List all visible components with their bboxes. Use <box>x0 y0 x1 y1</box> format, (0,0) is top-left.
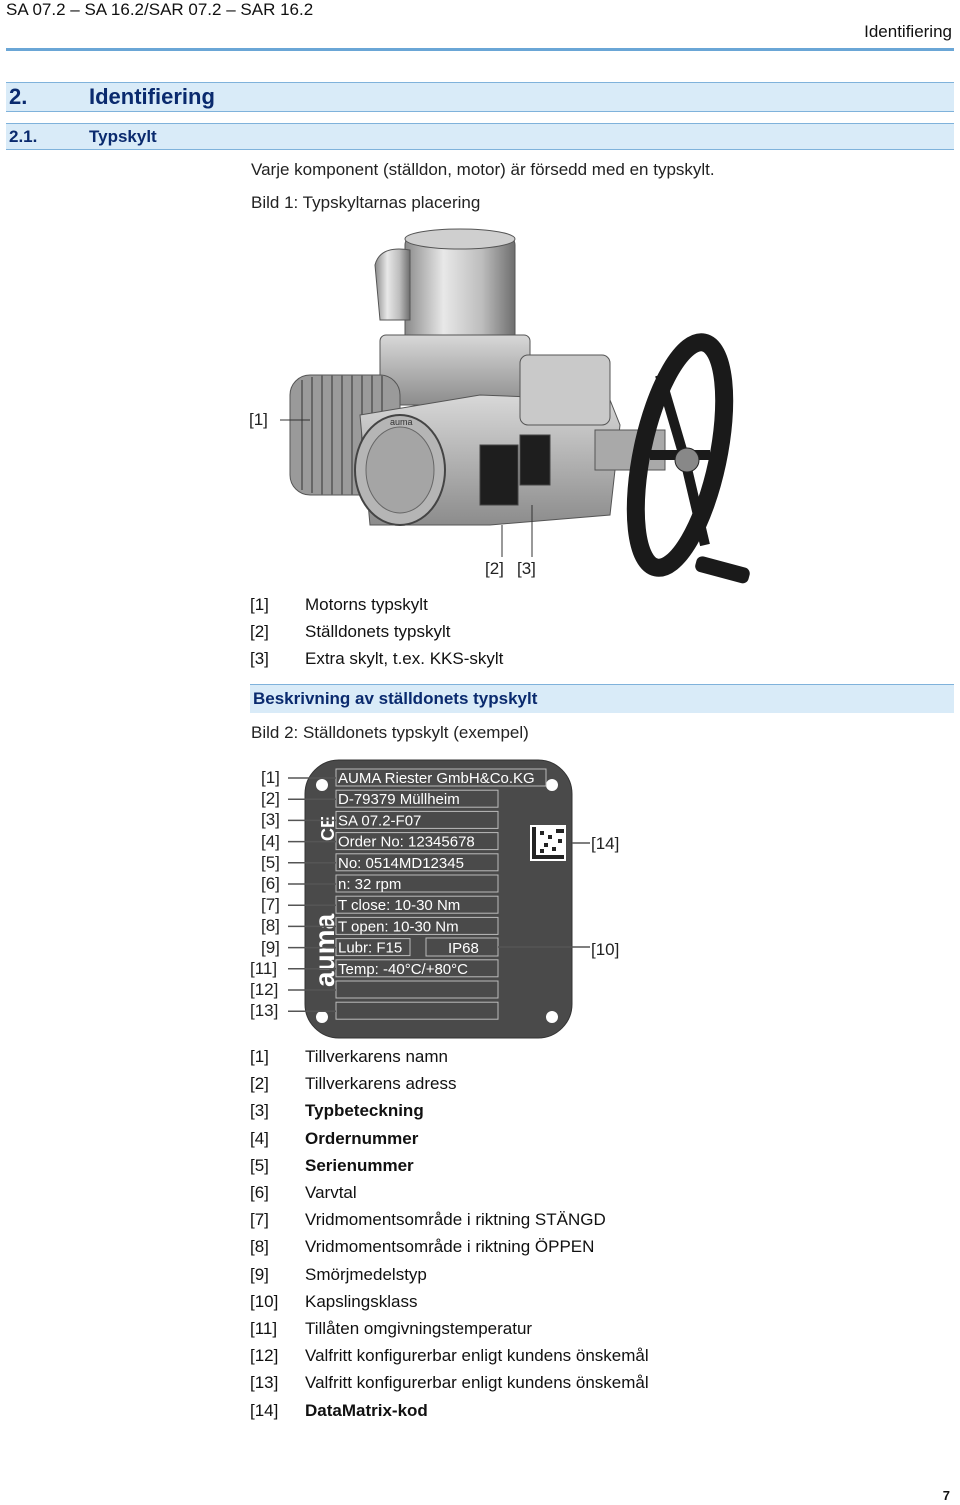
header-divider <box>6 48 954 51</box>
plate-line: T close: 10-30 Nm <box>338 897 460 914</box>
legend1-label: Extra skylt, t.ex. KKS-skylt <box>305 649 504 668</box>
plate-line: AUMA Riester GmbH&Co.KG <box>338 770 535 787</box>
subsection-heading-bar <box>6 123 954 150</box>
plate-line: n: 32 rpm <box>338 876 401 893</box>
nameplate-left-callout: [7] <box>261 895 280 915</box>
nameplate-callout-10: [10] <box>591 940 620 959</box>
plate-line: No: 0514MD12345 <box>338 855 464 872</box>
nameplate-left-callout: [4] <box>261 831 280 851</box>
legend1-number: [2] <box>250 622 269 641</box>
legend2-label: Typbeteckning <box>305 1101 424 1121</box>
legend2-label: Kapslingsklass <box>305 1291 418 1311</box>
section-heading-bar <box>6 82 954 112</box>
legend2-number: [4] <box>250 1128 269 1148</box>
legend2-label: Serienummer <box>305 1155 414 1175</box>
nameplate-left-callout: [2] <box>261 789 280 809</box>
legend2-label: Tillåten omgivningstemperatur <box>305 1319 533 1338</box>
nameplate-screw <box>316 1011 328 1023</box>
legend2-number: [11] <box>250 1319 278 1338</box>
legend1-number: [3] <box>250 649 269 668</box>
legend2-label: Smörjmedelstyp <box>305 1264 427 1284</box>
figure1-callout-1: [1] <box>249 410 268 429</box>
nameplate-screw <box>546 1011 558 1023</box>
plate-line: SA 07.2-F07 <box>338 812 421 829</box>
legend2-label: Vridmomentsområde i riktning ÖPPEN <box>305 1237 595 1257</box>
legend2-number: [10] <box>250 1291 279 1311</box>
legend2-number: [1] <box>250 1047 269 1066</box>
nameplate-left-callout: [8] <box>261 916 280 936</box>
ce-mark: CE <box>318 816 338 841</box>
nameplate-left-callout: [11] <box>250 958 278 978</box>
legend2-label: DataMatrix-kod <box>305 1400 428 1420</box>
nameplate-left-callout: [9] <box>261 937 280 957</box>
nameplate-brand-logo: auma <box>309 913 340 987</box>
legend2-label: Valfritt konfigurerbar enligt kundens ön… <box>305 1373 649 1393</box>
page-number: 7 <box>942 1488 950 1503</box>
nameplate-2-mark <box>479 444 519 506</box>
nameplate-left-callout: [3] <box>261 810 280 830</box>
datamatrix-code <box>530 825 566 861</box>
legend2-number: [12] <box>250 1346 279 1366</box>
plate-line: Order No: 12345678 <box>338 834 475 851</box>
figure1-callout-2: [2] <box>485 559 504 578</box>
legend2-label: Varvtal <box>305 1183 357 1202</box>
legend2-label: Tillverkarens adress <box>305 1074 457 1094</box>
subheading-bar <box>250 684 954 713</box>
plate-field <box>335 980 499 999</box>
plate-field <box>335 1001 499 1020</box>
legend2-label: Ordernummer <box>305 1128 419 1148</box>
nameplate-callout-14: [14] <box>591 834 620 853</box>
actuator-logo: auma <box>390 417 413 427</box>
section-title: Identifiering <box>89 84 215 109</box>
nameplate-left-callout: [5] <box>261 852 280 872</box>
nameplate-left-callout: [1] <box>261 768 280 787</box>
nameplate-left-callout: [6] <box>261 874 280 893</box>
nameplate-screw <box>546 779 558 791</box>
legend2-number: [6] <box>250 1183 269 1202</box>
header-section-title: Identifiering <box>864 22 952 41</box>
subsection-number: 2.1. <box>9 127 38 146</box>
section-number: 2. <box>9 84 28 109</box>
legend1-label: Ställdonets typskylt <box>305 622 451 641</box>
subheading: Beskrivning av ställdonets typskylt <box>253 689 538 708</box>
handwheel <box>626 333 750 584</box>
legend2-number: [5] <box>250 1155 269 1175</box>
legend2-number: [7] <box>250 1210 269 1230</box>
legend2-number: [8] <box>250 1237 269 1257</box>
plate-line: Temp: -40°C/+80°C <box>338 961 468 978</box>
nameplate-left-callout: [12] <box>250 980 279 999</box>
nameplate-illustration: auma CE AUMA Riester GmbH&Co.KG D-79379 M… <box>288 759 590 1039</box>
figure2-caption: Bild 2: Ställdonets typskylt (exempel) <box>251 723 529 742</box>
legend2-label: Vridmomentsområde i riktning STÄNGD <box>305 1210 606 1230</box>
figure1-callout-3: [3] <box>517 559 536 578</box>
nameplate-left-callout: [13] <box>250 1001 279 1021</box>
legend2-number: [2] <box>250 1074 269 1094</box>
header-document-title: SA 07.2 – SA 16.2/SAR 07.2 – SAR 16.2 <box>6 0 314 19</box>
figure1-caption: Bild 1: Typskyltarnas placering <box>251 193 481 212</box>
legend2-label: Valfritt konfigurerbar enligt kundens ön… <box>305 1346 649 1366</box>
intro-paragraph: Varje komponent (ställdon, motor) är för… <box>251 160 715 179</box>
legend2-number: [3] <box>250 1101 269 1121</box>
plate-ip-value: IP68 <box>448 940 479 957</box>
legend2-number: [13] <box>250 1373 279 1393</box>
legend1-label: Motorns typskylt <box>305 595 428 614</box>
legend1-number: [1] <box>250 595 269 614</box>
legend2-number: [14] <box>250 1400 279 1420</box>
plate-line: T open: 10-30 Nm <box>338 918 459 935</box>
actuator-illustration: auma <box>280 228 750 584</box>
nameplate-screw <box>316 779 328 791</box>
nameplate-3-mark <box>519 434 551 486</box>
subsection-title: Typskylt <box>89 127 157 146</box>
legend2-number: [9] <box>250 1264 269 1284</box>
plate-line: D-79379 Müllheim <box>338 791 460 808</box>
plate-line: Lubr: F15 <box>338 940 402 957</box>
legend2-label: Tillverkarens namn <box>305 1047 448 1066</box>
